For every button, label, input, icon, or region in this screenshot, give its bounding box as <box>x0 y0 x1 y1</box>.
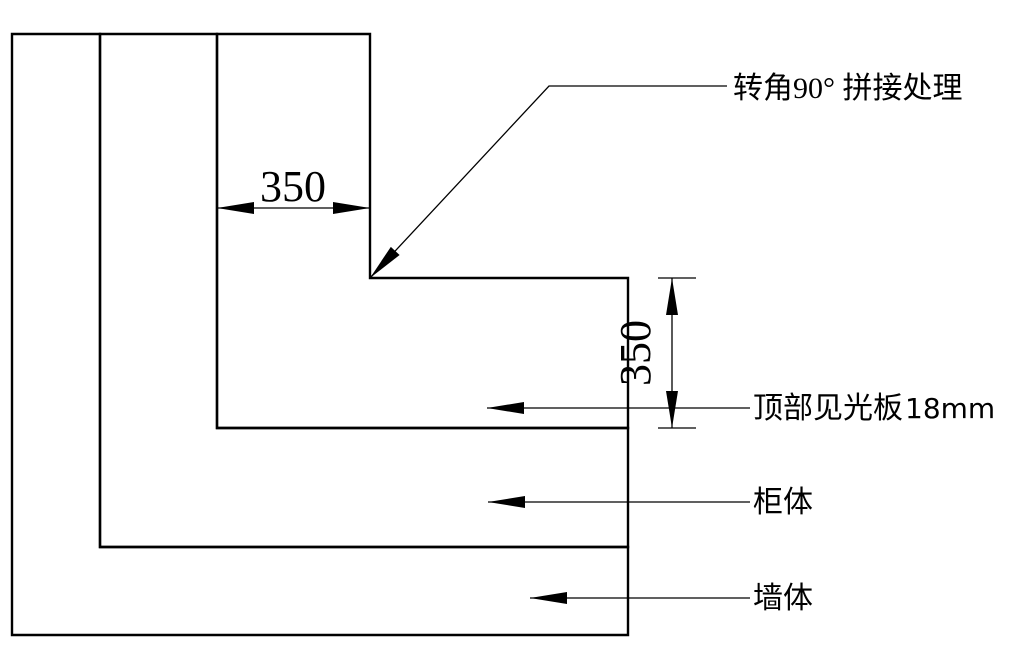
wall-region <box>10 32 630 637</box>
dimension-label-width: 350 <box>260 162 326 211</box>
dimension-vertical: 350 <box>611 277 696 429</box>
label-top-panel-name: 顶部见光板 <box>753 392 903 425</box>
dim-arrow-right-icon <box>333 202 370 214</box>
leader-arrow-cabinet-icon <box>488 496 525 508</box>
label-corner-joint: 转角90° 拼接处理 <box>733 72 963 105</box>
dimension-label-height: 350 <box>611 320 660 386</box>
callout-cabinet: 柜体 <box>488 486 813 519</box>
cabinet-region <box>98 32 630 549</box>
callout-corner-joint: 转角90° 拼接处理 <box>369 72 963 279</box>
leader-line-corner <box>369 85 727 279</box>
top-panel-region <box>215 32 630 430</box>
leader-arrow-top-panel-icon <box>487 402 524 414</box>
label-top-panel-thickness: 18mm <box>905 392 995 425</box>
leader-arrow-wall-icon <box>530 592 567 604</box>
label-top-panel: 顶部见光板18mm <box>753 392 995 425</box>
label-cabinet: 柜体 <box>753 486 813 519</box>
drawing-regions <box>10 32 630 637</box>
label-wall: 墙体 <box>753 582 813 615</box>
dim-arrow-left-icon <box>217 202 254 214</box>
callout-top-panel: 顶部见光板18mm <box>487 392 995 425</box>
dim-arrow-up-icon <box>666 278 678 315</box>
dimension-horizontal: 350 <box>217 162 370 214</box>
dim-arrow-down-icon <box>666 391 678 428</box>
leader-arrow-corner-icon <box>370 246 400 278</box>
callout-wall: 墙体 <box>530 582 813 615</box>
